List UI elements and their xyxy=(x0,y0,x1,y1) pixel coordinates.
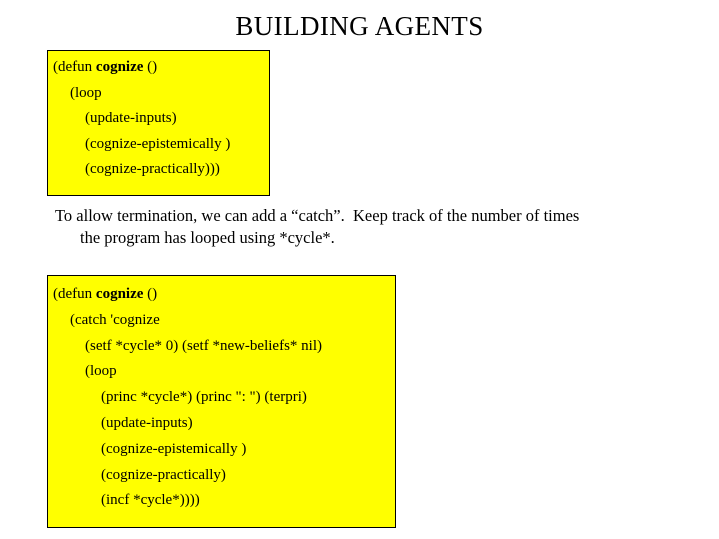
code-line: (cognize-epistemically ) xyxy=(53,437,395,463)
code-text: (incf *cycle*)))) xyxy=(101,492,200,509)
code-text: (defun xyxy=(53,59,96,75)
code-line: (cognize-practically) xyxy=(53,463,395,489)
code-text: (setf *cycle* 0) (setf *new-beliefs* nil… xyxy=(85,337,322,354)
code-text: (catch 'cognize xyxy=(70,311,160,328)
code-text: () xyxy=(143,59,158,75)
code-box-cognize-with-catch: (defun cognize () (catch 'cognize (setf *c… xyxy=(47,275,396,528)
paragraph-line-1: To allow termination, we can add a “catc… xyxy=(55,206,580,225)
code-line: (incf *cycle*)))) xyxy=(53,488,395,514)
code-text: (cognize-practically) xyxy=(101,466,226,483)
paragraph-line-2: the program has looped using *cycle*. xyxy=(80,228,335,247)
code-text: (loop xyxy=(85,363,117,380)
code-text: (princ *cycle*) (princ ": ") (terpri) xyxy=(101,389,307,406)
code-symbol-emphasis: cognize xyxy=(95,286,144,302)
code-line: (catch 'cognize xyxy=(53,308,395,334)
code-text: (cognize-epistemically ) xyxy=(101,440,247,457)
code-lines-1: (defun cognize () (loop (update-inputs) (co… xyxy=(53,55,269,183)
code-line: (cognize-epistemically ) xyxy=(53,132,269,158)
code-text: (cognize-epistemically ) xyxy=(85,135,231,152)
code-lines-2: (defun cognize () (catch 'cognize (setf *c… xyxy=(53,282,395,514)
code-text: (defun xyxy=(53,286,96,302)
code-line: (update-inputs) xyxy=(53,411,395,437)
code-text: () xyxy=(143,286,158,302)
explanation-paragraph: To allow termination, we can add a “catc… xyxy=(55,205,655,249)
code-text: (update-inputs) xyxy=(101,414,193,431)
code-line: (princ *cycle*) (princ ": ") (terpri) xyxy=(53,385,395,411)
page-title: BUILDING AGENTS xyxy=(235,11,484,41)
code-line: (update-inputs) xyxy=(53,106,269,132)
code-text: (cognize-practically))) xyxy=(85,161,220,177)
code-text: (loop xyxy=(70,84,102,101)
code-line: (defun cognize () xyxy=(53,55,269,81)
code-line: (loop xyxy=(53,81,269,107)
code-symbol-emphasis: cognize xyxy=(95,59,144,75)
code-box-cognize-simple: (defun cognize () (loop (update-inputs) (co… xyxy=(47,50,270,196)
code-line: (loop xyxy=(53,359,395,385)
code-line: (defun cognize () xyxy=(53,282,395,308)
code-text: (update-inputs) xyxy=(85,110,177,126)
code-line: (cognize-practically))) xyxy=(53,157,269,183)
code-line: (setf *cycle* 0) (setf *new-beliefs* nil… xyxy=(53,334,395,360)
